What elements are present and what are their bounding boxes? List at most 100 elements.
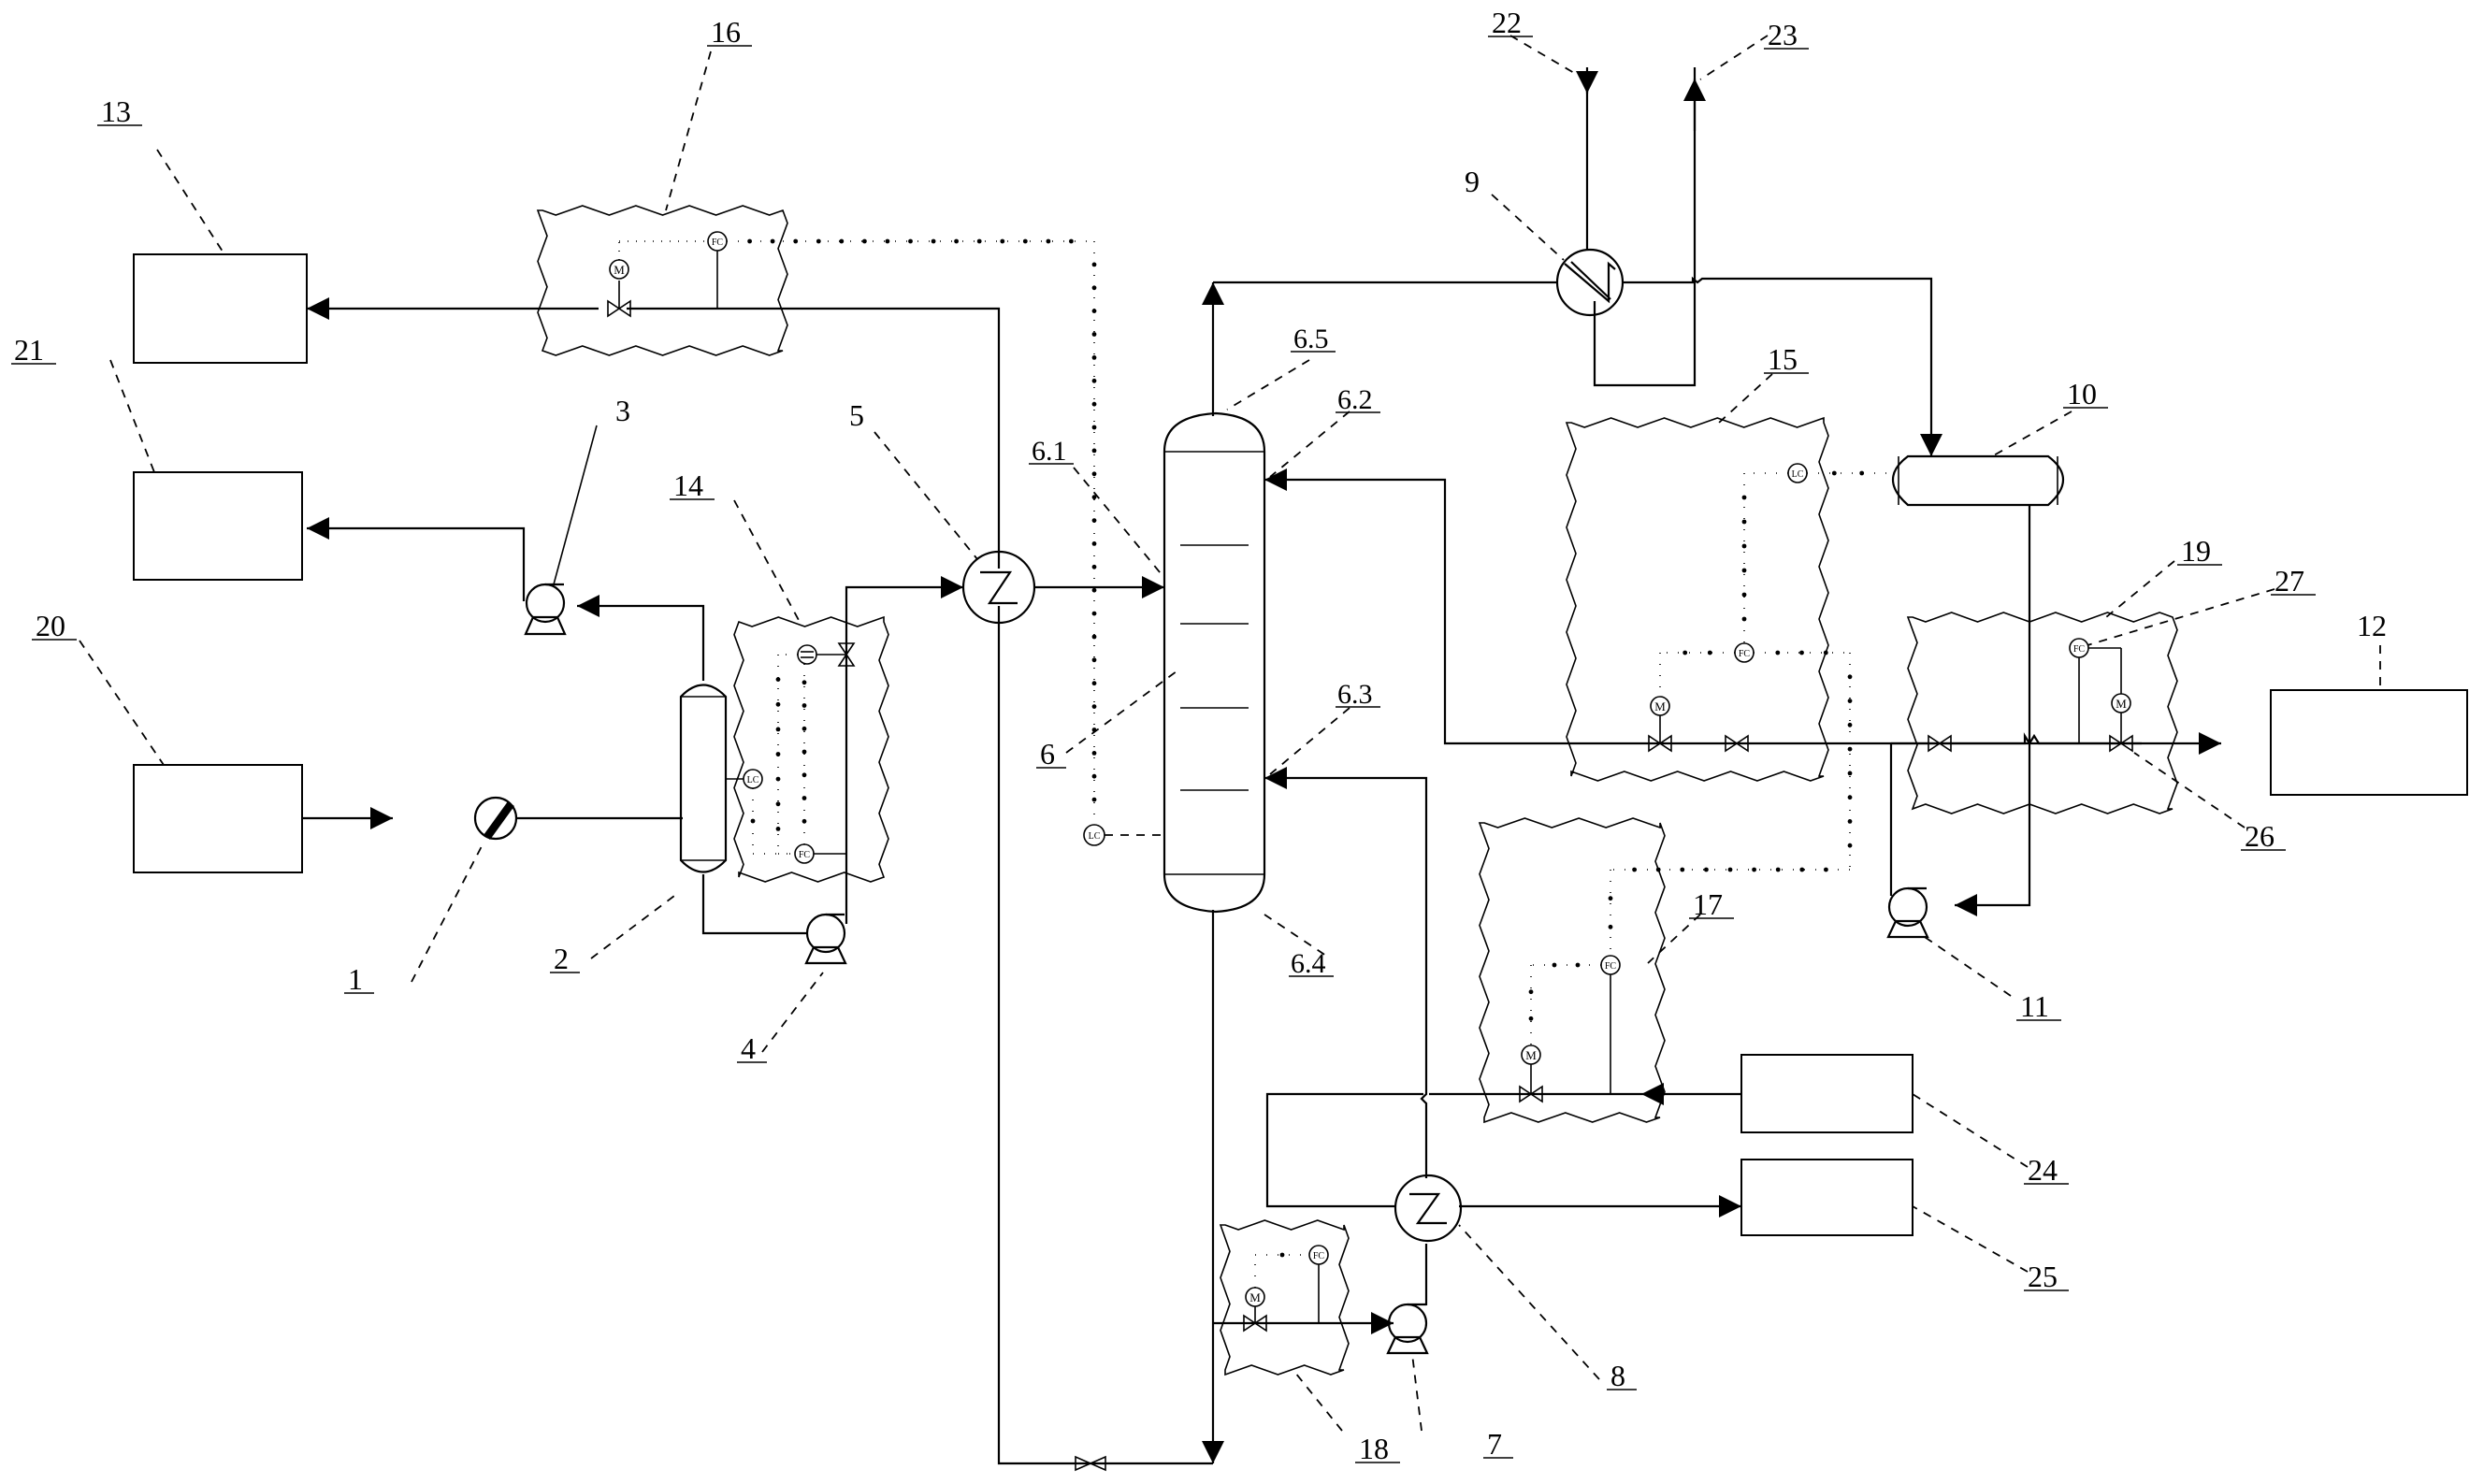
signal-bead	[1069, 238, 1074, 244]
signal-bead	[1091, 797, 1097, 802]
signal-bead	[802, 703, 807, 708]
signal-bead	[770, 238, 775, 244]
signal-bead	[747, 238, 752, 244]
control-loop-19-boundary	[1906, 612, 2178, 814]
signal-bead	[1091, 448, 1097, 454]
signal-bead	[816, 238, 821, 244]
signal-bead	[1799, 867, 1805, 872]
signal-bead	[1279, 1252, 1285, 1258]
signal-bead	[1823, 650, 1828, 656]
motor-symbol: M	[614, 263, 625, 277]
label-18: 18	[1359, 1432, 1389, 1465]
box-25-tank	[1740, 1159, 1914, 1236]
signal-bead	[1608, 924, 1613, 929]
signal-bead	[1847, 771, 1853, 776]
fc-symbol: FC	[712, 238, 724, 248]
signal-bead	[1528, 1016, 1534, 1021]
pump-3-icon	[524, 583, 567, 636]
signal-bead	[908, 238, 913, 244]
signal-bead	[1741, 592, 1747, 598]
signal-bead	[1091, 587, 1097, 593]
lc-symbol: LC	[1089, 831, 1101, 842]
label-15: 15	[1768, 342, 1798, 376]
label-6: 6	[1040, 737, 1055, 771]
signal-bead	[1775, 650, 1781, 656]
signal-bead	[1000, 238, 1005, 244]
signal-bead	[1608, 896, 1613, 901]
signal-bead	[775, 677, 781, 682]
reboiler-8-icon	[1394, 1174, 1463, 1243]
label-22: 22	[1492, 6, 1522, 39]
signal-bead	[775, 727, 781, 732]
distillation-column-6-icon	[1163, 411, 1266, 914]
signal-bead	[1091, 378, 1097, 383]
fc-symbol: FC	[799, 850, 811, 860]
label-16: 16	[711, 15, 741, 49]
signal-bead	[1847, 819, 1853, 824]
signal-bead	[802, 772, 807, 778]
signal-bead	[775, 752, 781, 756]
signal-bead	[775, 776, 781, 782]
signal-bead	[1775, 867, 1781, 872]
pump-4-icon	[804, 913, 847, 965]
signal-bead	[1091, 332, 1097, 337]
signal-bead	[1091, 355, 1097, 360]
box-12-tank	[2270, 689, 2468, 796]
motor-symbol: M	[2116, 697, 2127, 711]
signal-bead	[1575, 962, 1581, 968]
signal-bead	[802, 818, 807, 824]
filter-1-icon	[473, 796, 518, 841]
box-20-feed-tank	[133, 764, 303, 873]
lc-symbol: LC	[747, 775, 759, 785]
box-13-product-tank	[133, 253, 308, 364]
label-13: 13	[101, 94, 131, 128]
control-loop-15: LC FC M	[1648, 463, 1889, 870]
separator-2-icon	[679, 684, 728, 873]
control-loop-15-boundary	[1565, 416, 1829, 782]
signal-bead	[1655, 867, 1661, 872]
pump-7-icon	[1386, 1303, 1429, 1355]
reference-labels: 1 2 3 4 5 6 6.1 6.2 6.3 6.4 6.5 7	[11, 6, 2387, 1465]
signal-bead	[1091, 425, 1097, 430]
signal-bead	[793, 238, 799, 244]
control-loop-19: M FC	[1928, 638, 2133, 753]
signal-bead	[1091, 401, 1097, 407]
control-valve-15-icon	[1648, 734, 1672, 753]
label-9: 9	[1465, 165, 1480, 198]
signal-bead	[775, 701, 781, 707]
signal-bead	[1091, 309, 1097, 313]
signal-bead	[1707, 650, 1712, 656]
control-valve-16-icon	[607, 299, 631, 318]
signal-bead	[1752, 867, 1756, 872]
label-20: 20	[36, 609, 65, 642]
signal-bead	[1741, 616, 1747, 622]
signal-bead	[1847, 746, 1853, 752]
signal-bead	[802, 680, 807, 685]
fc-symbol: FC	[1313, 1251, 1325, 1261]
valve-reflux-icon	[1725, 734, 1749, 753]
fc-symbol: FC	[2073, 644, 2086, 655]
signal-bead	[1091, 611, 1097, 616]
signal-bead	[1091, 704, 1097, 709]
signal-bead	[1847, 843, 1853, 848]
fc-symbol: FC	[1605, 961, 1617, 972]
signal-bead	[1741, 543, 1747, 549]
label-6-4: 6.4	[1291, 948, 1326, 979]
signal-bead	[931, 238, 936, 244]
label-1: 1	[348, 962, 363, 996]
label-14: 14	[673, 468, 703, 502]
signal-bead	[1046, 238, 1051, 244]
control-valve-17-icon	[1519, 1085, 1543, 1103]
signal-bead	[1091, 773, 1097, 779]
control-loop-18-boundary	[1219, 1219, 1350, 1376]
signal-bead	[885, 238, 890, 244]
control-loop-14: FC LC	[726, 642, 856, 864]
signal-bead	[862, 238, 867, 244]
signal-bead	[1704, 867, 1709, 872]
label-21: 21	[14, 333, 44, 367]
signal-bead	[1091, 285, 1097, 291]
signal-bead	[802, 796, 807, 800]
signal-bead	[1682, 650, 1688, 656]
